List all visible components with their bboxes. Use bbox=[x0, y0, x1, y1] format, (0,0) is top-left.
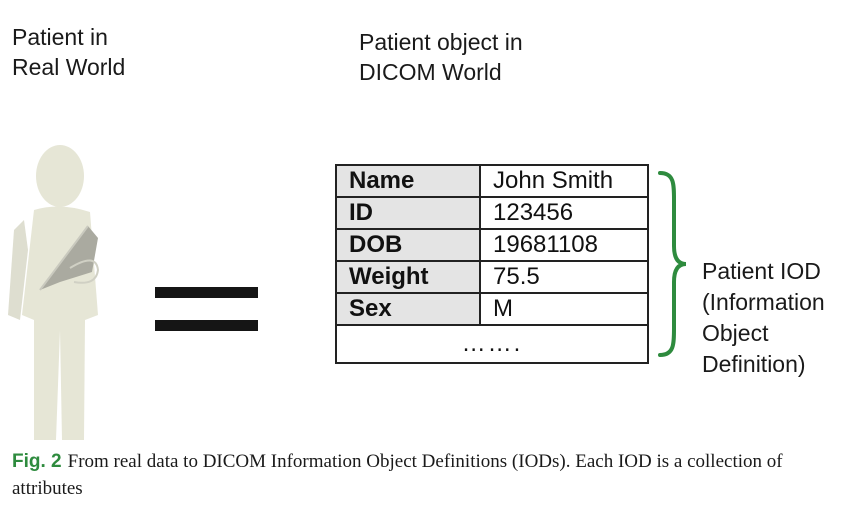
patient-iod-label-line-3: Object bbox=[702, 320, 769, 346]
patient-iod-label: Patient IOD (Information Object Definiti… bbox=[702, 256, 825, 380]
table-row: DOB 19681108 bbox=[335, 228, 649, 262]
equals-bar-top bbox=[155, 287, 258, 298]
table-row: Name John Smith bbox=[335, 164, 649, 198]
attribute-value: M bbox=[479, 292, 649, 326]
real-world-label: Patient in Real World bbox=[12, 22, 125, 82]
attribute-name: DOB bbox=[335, 228, 481, 262]
attribute-value: 75.5 bbox=[479, 260, 649, 294]
curly-brace-icon bbox=[658, 171, 687, 357]
patient-iod-label-line-2: (Information bbox=[702, 289, 825, 315]
table-row-ellipsis: ……. bbox=[335, 324, 649, 364]
patient-attributes-table: Name John Smith ID 123456 DOB 19681108 W… bbox=[335, 164, 649, 364]
attribute-value: John Smith bbox=[479, 164, 649, 198]
patient-figure-icon bbox=[8, 145, 100, 440]
dicom-world-label-line-2: DICOM World bbox=[359, 59, 502, 85]
table-row: Weight 75.5 bbox=[335, 260, 649, 294]
caption-text: From real data to DICOM Information Obje… bbox=[12, 451, 783, 499]
attribute-name: ID bbox=[335, 196, 481, 230]
equals-bar-bottom bbox=[155, 320, 258, 331]
equals-sign-icon bbox=[155, 287, 258, 331]
ellipsis-cell: ……. bbox=[335, 324, 649, 364]
dicom-world-label: Patient object in DICOM World bbox=[359, 27, 523, 87]
table-row: ID 123456 bbox=[335, 196, 649, 230]
table-row: Sex M bbox=[335, 292, 649, 326]
attribute-name: Sex bbox=[335, 292, 481, 326]
dicom-world-label-line-1: Patient object in bbox=[359, 29, 523, 55]
patient-iod-label-line-4: Definition) bbox=[702, 351, 806, 377]
attribute-value: 123456 bbox=[479, 196, 649, 230]
patient-iod-label-line-1: Patient IOD bbox=[702, 258, 821, 284]
real-world-label-line-2: Real World bbox=[12, 54, 126, 80]
figure-number: Fig. 2 bbox=[12, 451, 62, 472]
attribute-name: Name bbox=[335, 164, 481, 198]
real-world-label-line-1: Patient in bbox=[12, 24, 108, 50]
attribute-name: Weight bbox=[335, 260, 481, 294]
attribute-value: 19681108 bbox=[479, 228, 649, 262]
